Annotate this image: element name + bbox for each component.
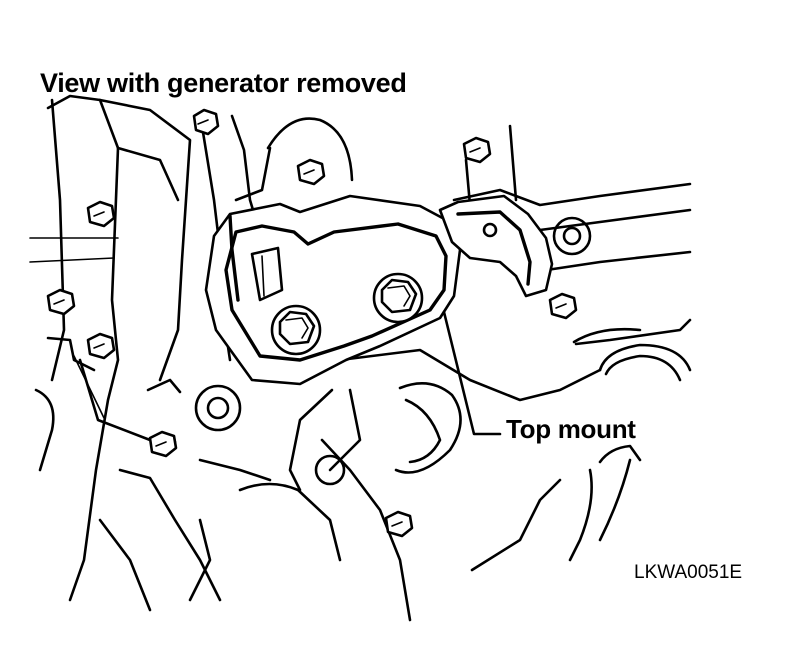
callout-leader-line — [442, 310, 502, 436]
figure-title: View with generator removed — [40, 68, 407, 98]
top-mount-bracket — [204, 194, 554, 386]
top-mount-label: Top mount — [506, 414, 636, 444]
bolt-icon — [46, 108, 578, 538]
engine-block-left — [29, 94, 222, 612]
engine-lower-right — [188, 318, 692, 622]
figure-code: LKWA0051E — [634, 562, 743, 583]
